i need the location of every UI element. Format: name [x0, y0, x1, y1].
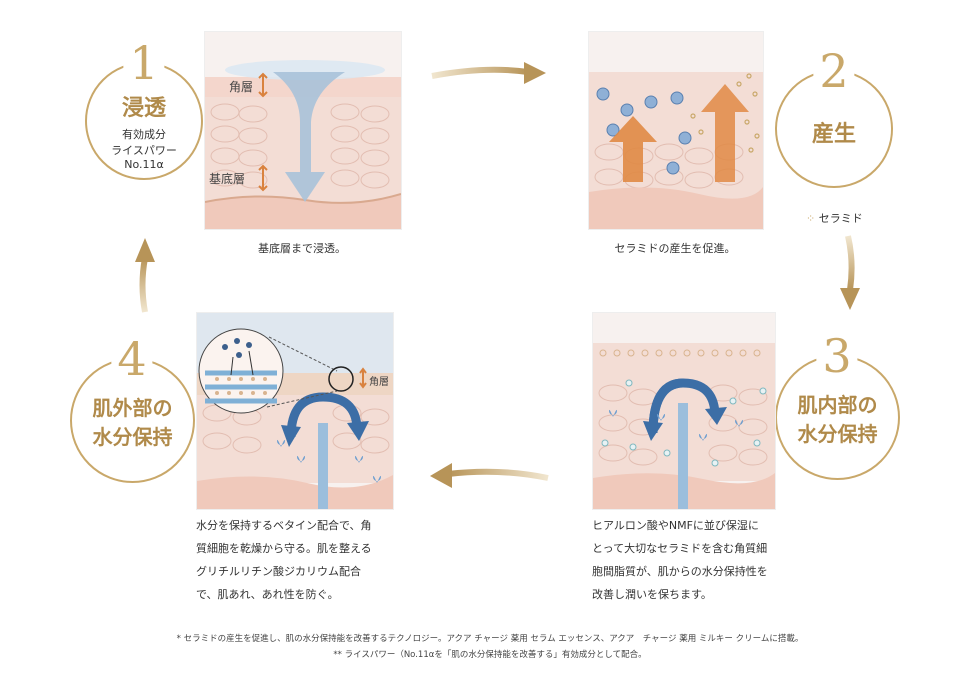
- step3-number: 3: [816, 333, 858, 379]
- penetration-arrow-icon: [273, 72, 345, 202]
- label-stratum-4: 角層: [369, 377, 389, 388]
- ceramide-illustration: [589, 72, 763, 229]
- ceramide-legend: ⁘ セラミド: [806, 210, 863, 226]
- ceramide-dots-icon: ⁘: [806, 212, 816, 225]
- step4-title-2: 水分保持: [92, 425, 173, 449]
- step4-line-4: で、肌あれ、あれ性を防ぐ。: [196, 588, 339, 601]
- arrow-right-icon: [431, 62, 546, 84]
- arrow-down-icon: [840, 235, 860, 310]
- footnote-2: ** ライスパワー（No.11αを「肌の水分保持能を改善する」有効成分として配合…: [333, 650, 647, 660]
- inner-moisture-illustration: [593, 343, 775, 509]
- step4-line-2: 質細胞を乾燥から守る。肌を整える: [196, 542, 372, 555]
- step1-sub-3: No.11α: [124, 158, 164, 171]
- step1-caption: 基底層まで浸透。: [258, 242, 346, 255]
- step1-title: 浸透: [121, 95, 166, 121]
- skin-layers-illustration: [205, 60, 401, 229]
- outer-moisture-illustration: [197, 313, 393, 509]
- step1-number: 1: [123, 40, 165, 86]
- fountain-arrow-icon-4: [347, 421, 369, 441]
- ceramide-legend-label: セラミド: [818, 212, 863, 225]
- step3-title-2: 水分保持: [797, 422, 878, 446]
- step2-caption: セラミドの産生を促進。: [614, 242, 736, 255]
- step1-sub-1: 有効成分: [122, 128, 166, 141]
- step2-number: 2: [813, 48, 855, 94]
- step4-number: 4: [111, 336, 153, 382]
- production-arrow-icon: [609, 116, 657, 182]
- step4-paragraph: 水分を保持するベタイン配合で、角 質細胞を乾燥から守る。肌を整える グリチルリチ…: [196, 514, 406, 606]
- step4-title-1: 肌外部の: [92, 396, 173, 420]
- step3-title-1: 肌内部の: [797, 393, 878, 417]
- panel-3-inner-moisture: [592, 312, 776, 510]
- panel-2-ceramide: [588, 31, 764, 230]
- panel-4-outer-moisture: 角層: [196, 312, 394, 510]
- label-basal: 基底層: [209, 172, 246, 186]
- production-arrow-icon-2: [701, 84, 749, 182]
- panel-1-penetration: 角層 基底層: [204, 31, 402, 230]
- step3-paragraph: ヒアルロン酸やNMFに並び保湿に とって大切なセラミドを含む角質細 胞間脂質が、…: [592, 514, 792, 606]
- step2-title: 産生: [811, 121, 856, 147]
- arrow-left-icon: [430, 463, 549, 488]
- step3-line-4: 改善し潤いを保ちます。: [592, 588, 712, 601]
- step1-sub-2: ライスパワー: [111, 144, 177, 157]
- label-stratum: 角層: [229, 80, 254, 94]
- step3-line-1: ヒアルロン酸やNMFに並び保湿に: [592, 519, 759, 532]
- step4-line-1: 水分を保持するベタイン配合で、角: [196, 519, 372, 532]
- arrow-up-icon: [135, 238, 155, 313]
- step4-line-3: グリチルリチン酸ジカリウム配合: [196, 565, 361, 578]
- step3-line-3: 胞間脂質が、肌からの水分保持性を: [592, 565, 768, 578]
- step3-line-2: とって大切なセラミドを含む角質細: [592, 542, 768, 555]
- footnote-1: * セラミドの産生を促進し、肌の水分保持能を改善するテクノロジー。アクア チャー…: [176, 634, 804, 644]
